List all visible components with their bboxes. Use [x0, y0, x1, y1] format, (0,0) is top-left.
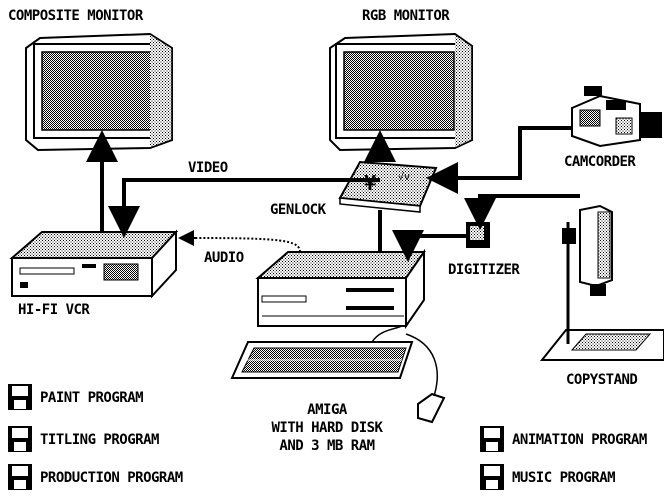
hifi-vcr-label: HI-FI VCR — [18, 302, 89, 318]
amiga-keyboard — [232, 342, 412, 378]
floppy-disk-icon — [8, 426, 32, 452]
amiga-label: AMIGA — [262, 402, 392, 418]
digitizer — [466, 222, 490, 248]
composite-monitor-label: COMPOSITE MONITOR — [8, 8, 143, 24]
floppy-disk-icon — [480, 464, 504, 490]
digitizer-label: DIGITIZER — [448, 262, 519, 278]
software-animation-label: ANIMATION PROGRAM — [512, 432, 647, 448]
software-titling-label: TITLING PROGRAM — [40, 432, 159, 448]
svg-text:¥: ¥ — [364, 171, 376, 195]
hifi-vcr — [12, 232, 176, 296]
copystand-label: COPYSTAND — [566, 372, 637, 388]
mouse — [406, 334, 444, 422]
composite-monitor — [26, 34, 172, 150]
rgb-monitor — [330, 34, 472, 150]
genlock-box: ¥ √v — [340, 162, 436, 212]
software-production-label: PRODUCTION PROGRAM — [40, 470, 183, 486]
rgb-monitor-label: RGB MONITOR — [362, 8, 449, 24]
svg-text:√v: √v — [398, 171, 410, 183]
copystand — [542, 206, 664, 360]
video-signal-label: VIDEO — [188, 160, 228, 176]
audio-signal-label: AUDIO — [204, 250, 244, 266]
amiga-computer — [258, 252, 424, 326]
camcorder — [572, 86, 662, 146]
floppy-disk-icon — [8, 384, 32, 410]
software-music-label: MUSIC PROGRAM — [512, 470, 615, 486]
genlock-label: GENLOCK — [270, 202, 326, 218]
camcorder-label: CAMCORDER — [564, 154, 635, 170]
floppy-disk-icon — [480, 426, 504, 452]
floppy-disk-icon — [8, 464, 32, 490]
amiga-ram-label: AND 3 MB RAM — [262, 438, 392, 454]
amiga-hard-disk-label: WITH HARD DISK — [262, 420, 392, 436]
software-paint-label: PAINT PROGRAM — [40, 390, 143, 406]
